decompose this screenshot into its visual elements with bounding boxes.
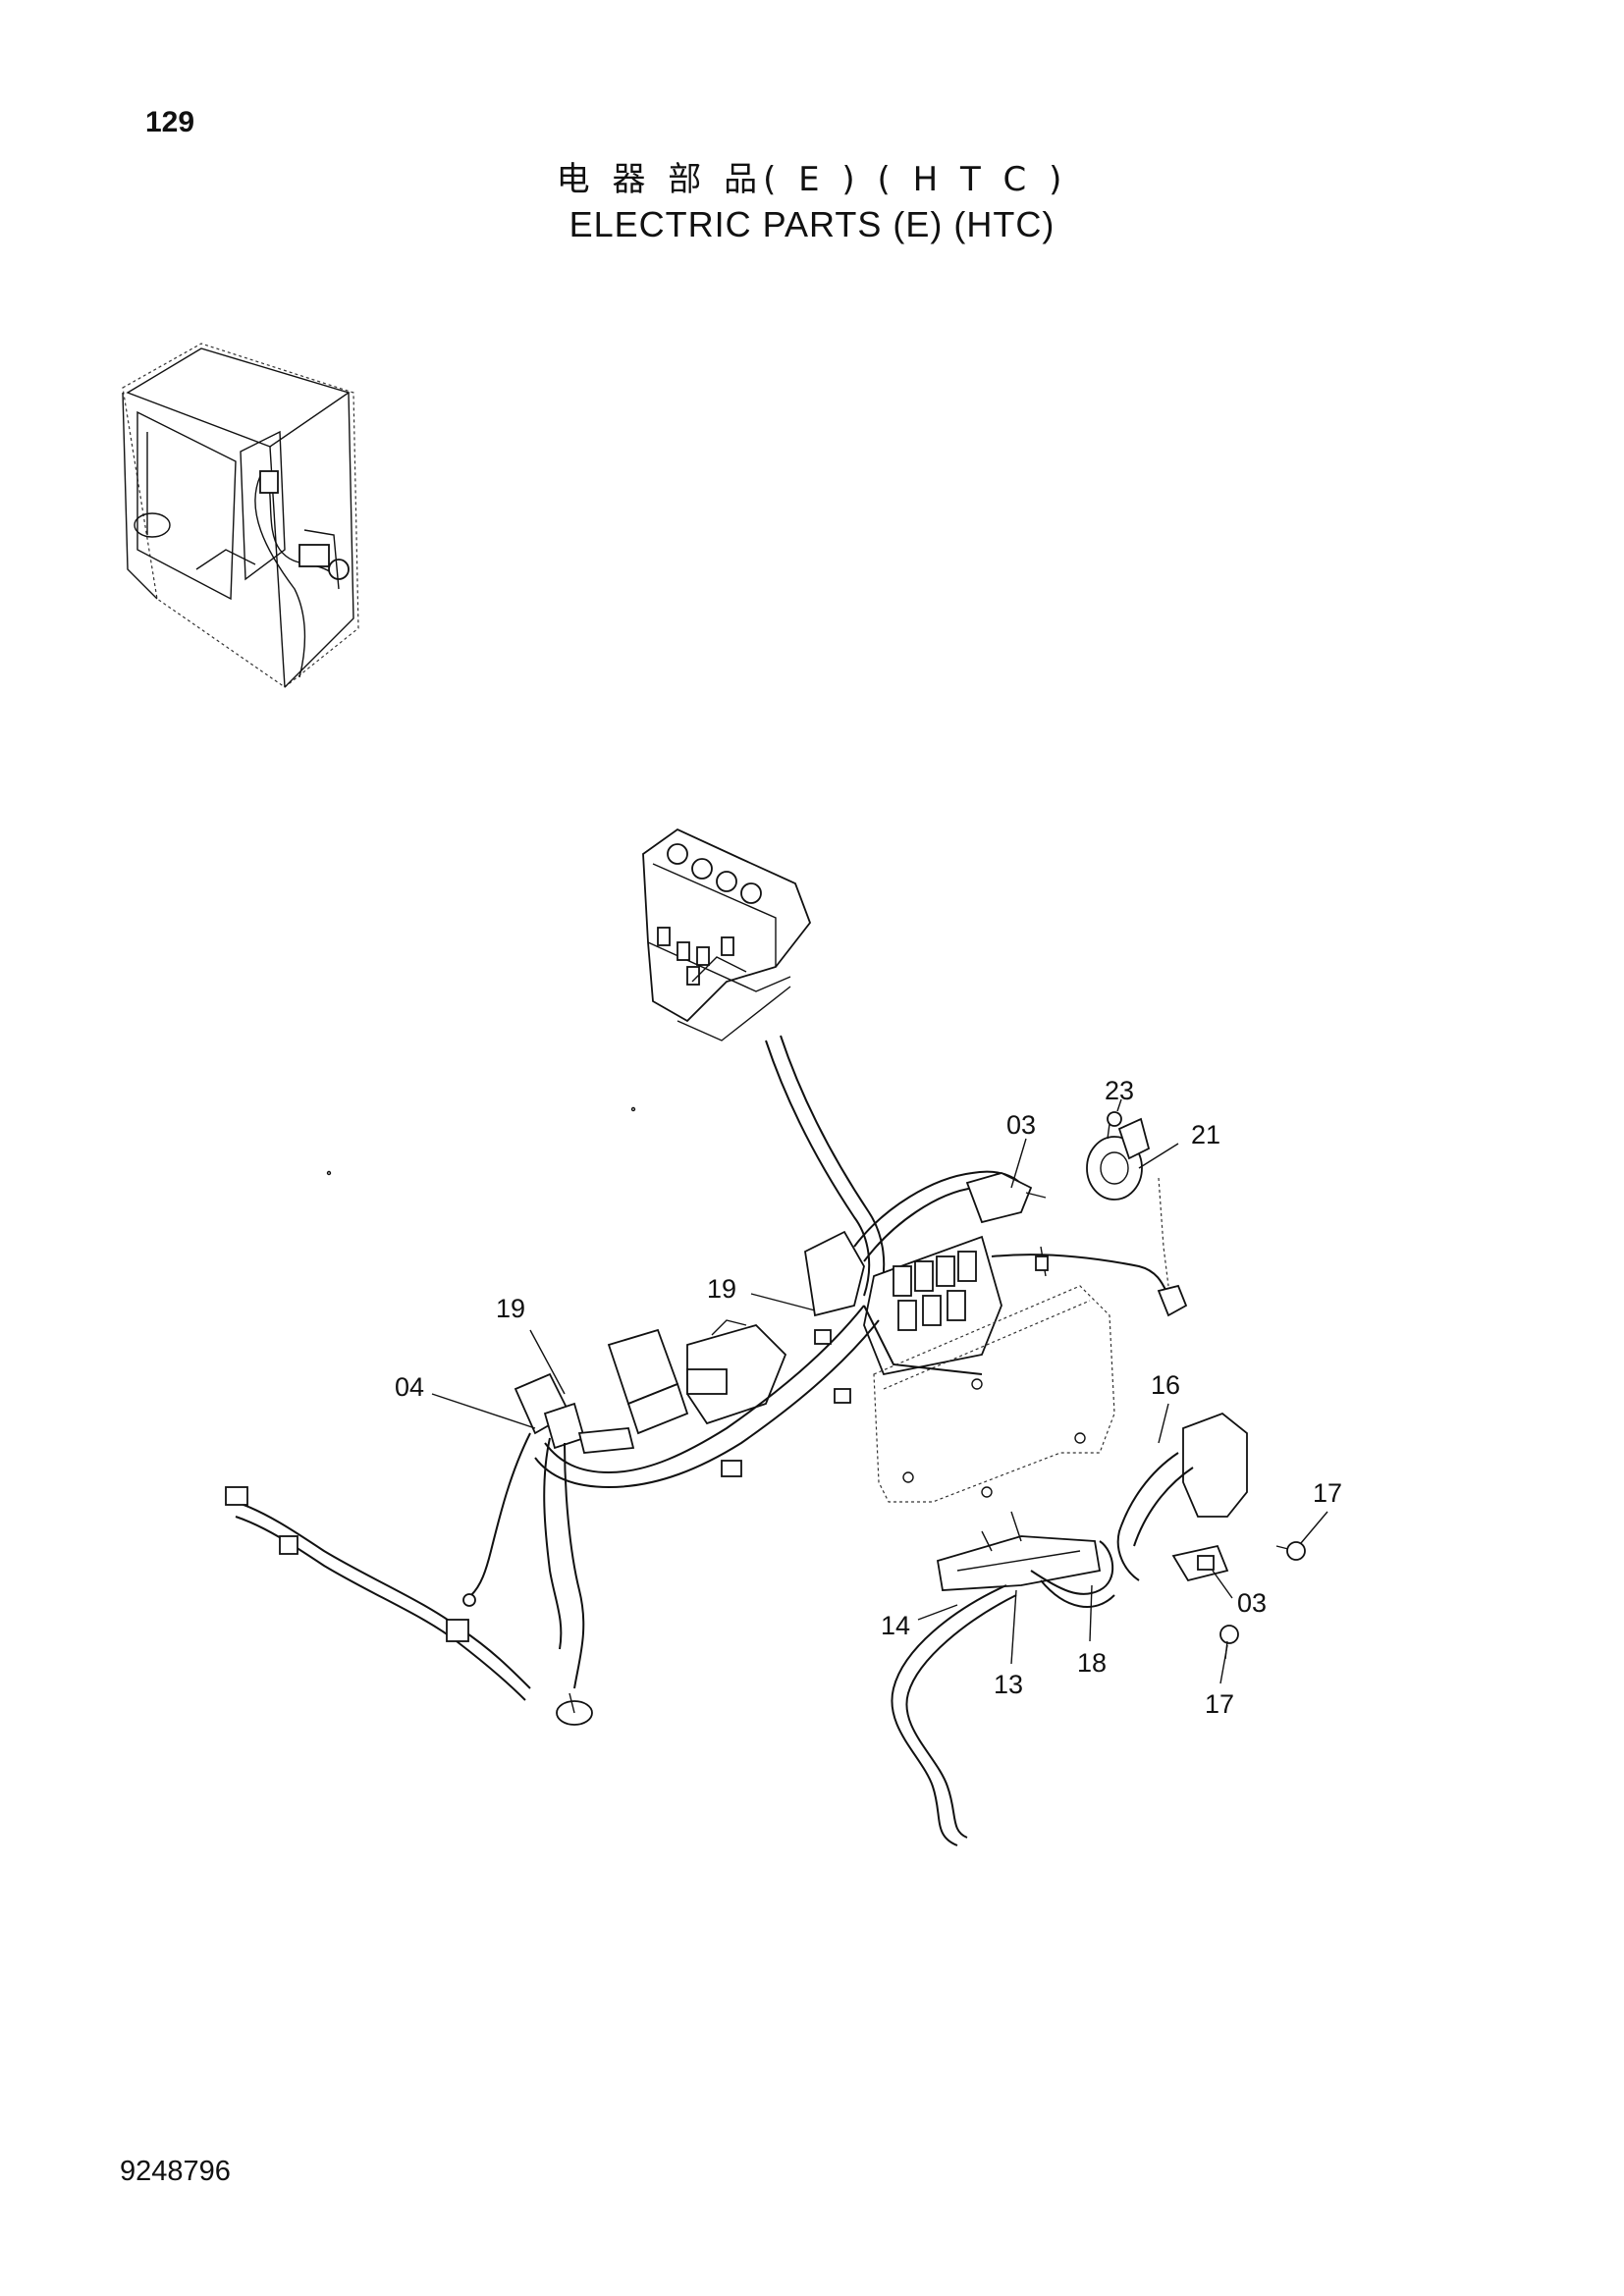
title-english: ELECTRIC PARTS (E) (HTC) xyxy=(568,204,1056,244)
callout-labels: 23 03 21 19 19 04 16 17 03 14 13 18 17 xyxy=(395,1076,1342,1719)
left-connector-cluster xyxy=(462,1372,635,1726)
page-number: 129 xyxy=(145,106,195,138)
stray-dot xyxy=(326,1170,332,1176)
callout-19-left: 19 xyxy=(496,1294,525,1323)
stray-dot xyxy=(630,1106,636,1112)
cab-overview-illustration xyxy=(122,343,359,688)
bolt-23 xyxy=(1107,1111,1122,1140)
switch-panel xyxy=(642,828,812,1041)
callout-17-right: 17 xyxy=(1313,1478,1342,1508)
document-number: 9248796 xyxy=(120,2156,231,2187)
callout-18: 18 xyxy=(1077,1648,1107,1678)
callout-16: 16 xyxy=(1151,1370,1180,1400)
callout-14: 14 xyxy=(881,1611,910,1640)
callout-21: 21 xyxy=(1191,1120,1220,1149)
leader-lines xyxy=(431,1098,1328,1684)
right-lower-cluster xyxy=(936,1412,1248,1608)
callout-13: 13 xyxy=(994,1670,1023,1699)
left-relay-box xyxy=(607,1319,787,1435)
title-chinese: 电 器 部 品( E ) ( H T C ) xyxy=(556,160,1068,199)
callout-03-lower: 03 xyxy=(1237,1588,1267,1618)
horn xyxy=(1086,1117,1169,1287)
callout-17-lower: 17 xyxy=(1205,1689,1234,1719)
callout-03-upper: 03 xyxy=(1006,1110,1036,1140)
bolt-17-lower xyxy=(1219,1625,1239,1660)
callout-19-center: 19 xyxy=(707,1274,736,1304)
callout-04: 04 xyxy=(395,1372,424,1402)
upper-harness xyxy=(765,1035,886,1297)
lamp-harness xyxy=(225,1486,531,1701)
callout-23: 23 xyxy=(1105,1076,1134,1105)
long-bottom-cable xyxy=(891,1584,1017,1846)
main-harness xyxy=(534,1305,983,1489)
horn-cable xyxy=(991,1246,1188,1317)
mounting-plate xyxy=(873,1285,1115,1503)
bolt-17-right xyxy=(1275,1541,1306,1561)
fuse-relay-assembly xyxy=(804,1170,1027,1376)
relay-connector-upper xyxy=(965,1172,1047,1224)
